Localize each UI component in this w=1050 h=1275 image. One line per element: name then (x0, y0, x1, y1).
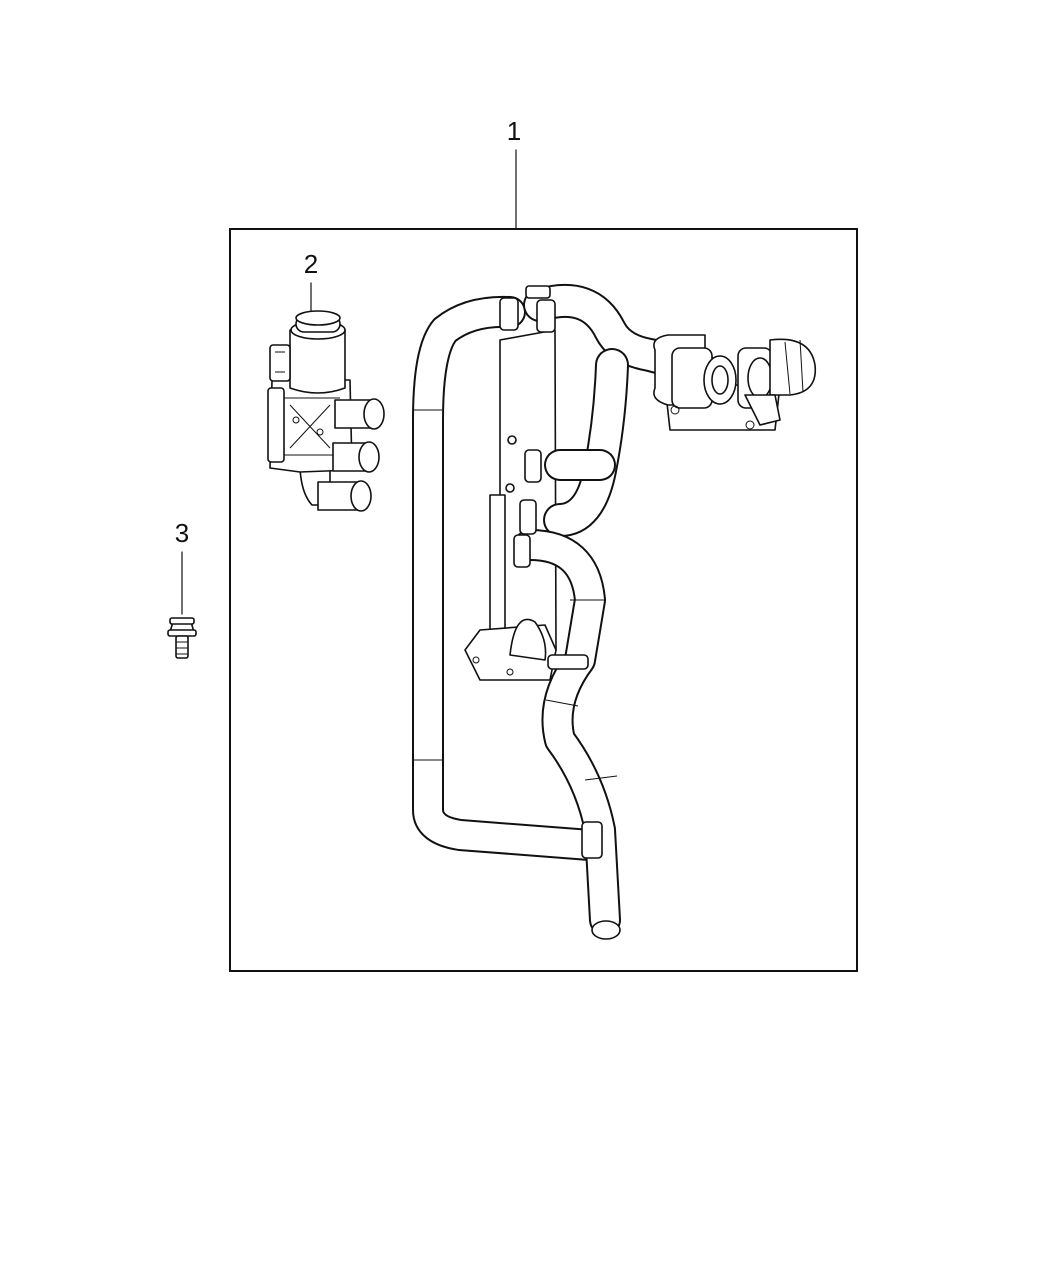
flange-bolt (167, 617, 197, 659)
hose-lower-supply (514, 529, 621, 940)
callout-label-3: 3 (175, 518, 189, 548)
mounting-bracket (464, 329, 557, 681)
hose-return-loop (412, 295, 606, 861)
assembly-frame (229, 228, 858, 972)
heater-control-valve (267, 310, 385, 512)
callout-label-2: 2 (304, 249, 318, 279)
callout-label-1: 1 (507, 116, 521, 146)
quick-connect-cluster (653, 334, 817, 431)
hose-upper-outlet (523, 283, 717, 537)
hose-clamps (499, 285, 603, 859)
